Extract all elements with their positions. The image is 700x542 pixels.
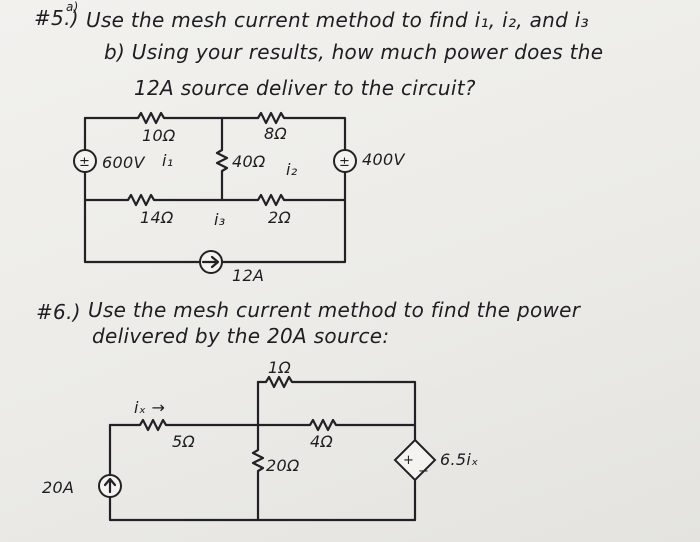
- resistor-8-label: 8Ω: [264, 124, 288, 143]
- circuit-2-schematic: + −: [98, 375, 437, 522]
- resistor-5-label: 5Ω: [172, 432, 196, 451]
- svg-text:−: −: [418, 464, 429, 479]
- resistor-1-label: 1Ω: [268, 358, 292, 377]
- mesh-current-i2: i₂: [286, 160, 298, 179]
- resistor-20-label: 20Ω: [266, 456, 300, 475]
- problem-6-line-2: delivered by the 20A source:: [92, 324, 390, 348]
- resistor-14-label: 14Ω: [140, 208, 174, 227]
- dependent-source-label: 6.5iₓ: [440, 450, 479, 469]
- resistor-4-label: 4Ω: [310, 432, 334, 451]
- svg-text:±: ±: [79, 155, 90, 170]
- voltage-source-600v: [73, 149, 97, 173]
- svg-text:+: +: [403, 453, 414, 468]
- circuit-1-schematic: ± ±: [73, 111, 357, 274]
- resistor-10-label: 10Ω: [142, 126, 176, 145]
- problem-5-line-1: Use the mesh current method to find i₁, …: [86, 8, 589, 32]
- mesh-current-i1: i₁: [162, 151, 174, 170]
- current-source-12a-label: 12A: [232, 266, 265, 285]
- problem-6-line-1: Use the mesh current method to find the …: [88, 298, 581, 322]
- problem-5-line-3: 12A source deliver to the circuit?: [134, 76, 476, 100]
- dependent-voltage-source: [393, 438, 437, 482]
- source-400v-label: 400V: [362, 150, 405, 169]
- mesh-current-i3: i₃: [214, 210, 226, 229]
- voltage-source-400v: [333, 149, 357, 173]
- resistor-2-label: 2Ω: [268, 208, 292, 227]
- svg-text:±: ±: [339, 155, 350, 170]
- source-600v-label: 600V: [102, 153, 145, 172]
- current-ix-label: iₓ →: [134, 398, 166, 417]
- problem-5-line-2: b) Using your results, how much power do…: [104, 40, 604, 64]
- problem-6-number: #6.): [36, 300, 81, 324]
- problem-5-number: #5.): [34, 6, 79, 30]
- current-source-20a-label: 20A: [42, 478, 75, 497]
- part-a-marker: a): [66, 0, 79, 14]
- resistor-40-label: 40Ω: [232, 152, 266, 171]
